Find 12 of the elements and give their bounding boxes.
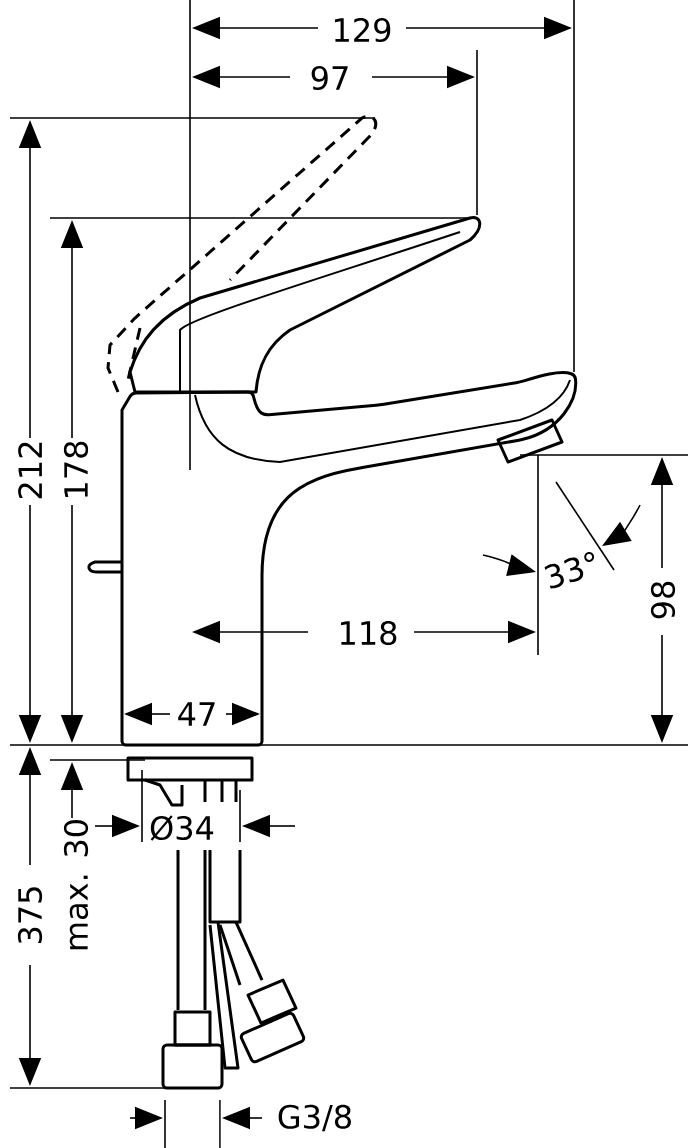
dimension-label: G3/8: [278, 1104, 351, 1132]
dimension-label: 47: [178, 702, 215, 726]
dimension-label: 33°: [544, 551, 595, 589]
dimension-label: 118: [341, 620, 397, 646]
dimension-label: Ø34: [150, 815, 214, 841]
dimension-label: 97: [311, 65, 348, 91]
dimension-label: 129: [335, 17, 391, 43]
dimension-label: 212: [18, 442, 42, 499]
dimension-label: 178: [63, 441, 89, 498]
dimension-label: 98: [650, 581, 676, 619]
dimension-label: 375: [17, 887, 43, 944]
dimension-label: max. 30: [63, 820, 89, 950]
